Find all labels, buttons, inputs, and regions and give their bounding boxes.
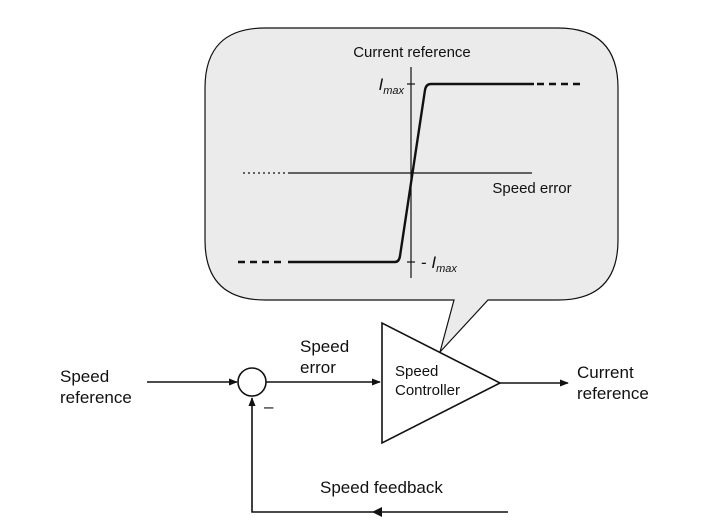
current-reference-line1: Current [577, 363, 634, 382]
x-axis-title: Speed error [492, 180, 571, 197]
imax-label: Imax [378, 75, 404, 97]
minus-sign: – [264, 397, 274, 416]
neg-imax-sub: max [436, 263, 457, 275]
speed-controller-block [381, 321, 502, 445]
saturation-curve [288, 82, 534, 264]
speed-feedback-path [248, 397, 508, 513]
controller-line1: Speed [395, 363, 438, 380]
speed-reference-line1: Speed [60, 367, 109, 386]
y-axis-title: Current reference [353, 44, 471, 61]
neg-imax-prefix: - [421, 253, 431, 272]
neg-imax-label: - Imax [421, 253, 457, 275]
imax-main: I [378, 75, 383, 94]
feedback-direction-arrowhead [372, 507, 382, 517]
speed-error-line1: Speed [300, 337, 349, 356]
speed-error-line2: error [300, 358, 336, 377]
controller-line2: Controller [395, 382, 460, 399]
imax-sub: max [383, 85, 404, 97]
current-reference-line2: reference [577, 384, 649, 403]
speed-reference-line2: reference [60, 388, 132, 407]
speed-feedback-label: Speed feedback [320, 478, 443, 497]
current-reference-label: Current reference [577, 363, 649, 403]
controller-label: Speed Controller [395, 363, 460, 399]
speed-reference-label: Speed reference [60, 367, 132, 407]
summing-junction [237, 367, 267, 397]
speed-error-label: Speed error [300, 337, 354, 377]
neg-imax-main: I [431, 253, 436, 272]
